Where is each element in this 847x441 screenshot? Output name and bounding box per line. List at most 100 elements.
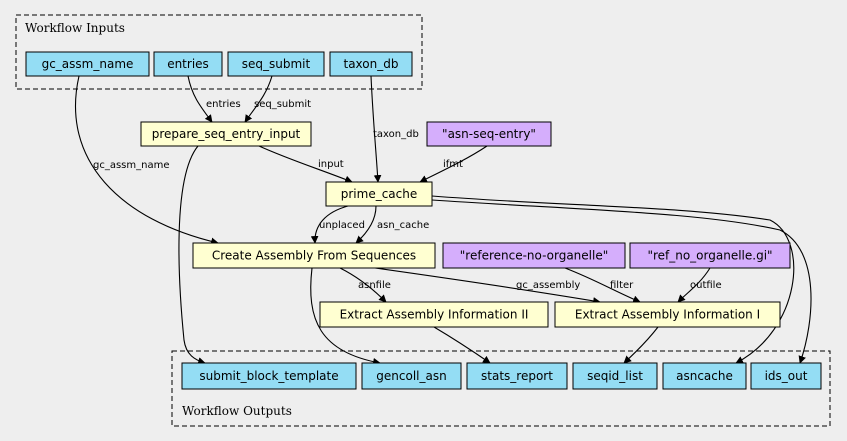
node-gc-assm-name[interactable]: gc_assm_name	[25, 51, 150, 77]
edge-label: seq_submit	[254, 99, 311, 110]
edge-label: asn_cache	[377, 220, 429, 231]
edge-seq_submit-to-prepare_seq_entry_input: seq_submit	[244, 75, 311, 123]
node-prime-cache[interactable]: prime_cache	[325, 181, 433, 207]
node-box	[153, 51, 223, 77]
node-box	[426, 121, 552, 147]
edge-prepare_seq_entry_input-to-prime_cache: input	[258, 145, 353, 184]
node-label: seqid_list	[587, 369, 643, 383]
edge-gc_assm_name-to-create_assembly: gc_assm_name	[74, 75, 219, 246]
edge-line	[564, 267, 641, 303]
edge-line	[431, 195, 795, 364]
edge-line	[623, 326, 659, 364]
edge-label: taxon_db	[373, 129, 419, 140]
workflow-outputs-cluster: Workflow Outputs	[171, 350, 831, 427]
edge-line	[339, 267, 387, 303]
workflow-inputs-label: Workflow Inputs	[25, 21, 125, 35]
node-label: prepare_seq_entry_input	[152, 127, 301, 141]
edge-label: entries	[206, 99, 241, 110]
node-create-assembly[interactable]: Create Assembly From Sequences	[192, 242, 436, 269]
node-submit-block-template[interactable]: submit_block_template	[181, 362, 357, 390]
edge-line	[178, 145, 206, 365]
edge-label: gc_assembly	[516, 280, 580, 291]
edge-prime_cache-to-ids_out	[431, 199, 812, 364]
node-reference-no-organelle[interactable]: "reference-no-organelle"	[442, 242, 626, 269]
edge-line	[433, 326, 491, 364]
node-seq-submit[interactable]: seq_submit	[227, 51, 325, 77]
edge-line	[258, 145, 353, 184]
edge-label: ifmt	[443, 159, 463, 170]
node-label: "ref_no_organelle.gi"	[647, 249, 772, 263]
edge-label: filter	[610, 280, 634, 291]
workflow-outputs-label: Workflow Outputs	[182, 404, 292, 418]
edge-create_assembly-to-extract_info_1: gc_assembly	[374, 267, 601, 305]
node-label: "asn-seq-entry"	[442, 127, 536, 141]
edge-line	[310, 205, 349, 244]
node-ids-out[interactable]: ids_out	[750, 362, 822, 390]
node-box	[329, 51, 413, 77]
node-box	[192, 242, 436, 269]
edge-line	[419, 145, 488, 183]
node-label: gencoll_asn	[376, 369, 446, 383]
node-box	[442, 242, 626, 269]
node-label: "reference-no-organelle"	[460, 249, 608, 263]
node-prepare-seq-entry-input[interactable]: prepare_seq_entry_input	[140, 121, 312, 147]
edge-ref_no_organelle_gi-to-extract_info_1: outfile	[677, 267, 722, 303]
edge-prepare_seq_entry_input-to-submit_block_template	[178, 145, 206, 365]
node-label: Extract Assembly Information II	[340, 308, 529, 322]
edge-asn_seq_entry-to-prime_cache: ifmt	[419, 145, 488, 183]
node-box	[554, 301, 781, 328]
edge-line	[244, 75, 273, 123]
node-box	[662, 362, 747, 390]
node-box	[319, 301, 549, 328]
node-label: stats_report	[481, 369, 553, 383]
node-label: gc_assm_name	[42, 57, 134, 71]
node-asncache[interactable]: asncache	[662, 362, 747, 390]
node-label: Extract Assembly Information I	[575, 308, 760, 322]
edge-prime_cache-to-create_assembly: asn_cache	[355, 205, 429, 244]
node-label: Create Assembly From Sequences	[212, 249, 416, 263]
edge-extract_info_2-to-stats_report	[433, 326, 491, 364]
node-taxon-db[interactable]: taxon_db	[329, 51, 413, 77]
node-stats-report[interactable]: stats_report	[466, 362, 568, 390]
node-box	[140, 121, 312, 147]
edge-label: asnfile	[358, 280, 391, 291]
node-entries[interactable]: entries	[153, 51, 223, 77]
workflow-inputs-cluster: Workflow Inputs	[15, 14, 423, 90]
edge-create_assembly-to-extract_info_2: asnfile	[339, 267, 391, 303]
edge-line	[677, 267, 711, 303]
edge-prime_cache-to-asncache	[431, 195, 795, 364]
node-ref-no-organelle-gi[interactable]: "ref_no_organelle.gi"	[629, 242, 791, 269]
edge-label: outfile	[690, 280, 722, 291]
node-box	[227, 51, 325, 77]
node-box	[25, 51, 150, 77]
node-box	[181, 362, 357, 390]
node-extract-info-2[interactable]: Extract Assembly Information II	[319, 301, 549, 328]
edge-label: input	[318, 159, 344, 170]
node-label: taxon_db	[344, 57, 399, 71]
edge-prime_cache-to-create_assembly: unplaced	[310, 205, 365, 244]
edge-line	[187, 75, 213, 123]
node-gencoll-asn[interactable]: gencoll_asn	[361, 362, 462, 390]
edge-line	[74, 75, 219, 246]
node-asn-seq-entry[interactable]: "asn-seq-entry"	[426, 121, 552, 147]
node-label: entries	[167, 57, 209, 71]
edge-line	[374, 267, 601, 305]
node-box	[572, 362, 658, 390]
node-label: prime_cache	[341, 187, 418, 201]
node-label: submit_block_template	[199, 369, 338, 383]
edge-label: gc_assm_name	[93, 160, 170, 171]
node-label: asncache	[676, 369, 733, 383]
node-seqid-list[interactable]: seqid_list	[572, 362, 658, 390]
node-box	[629, 242, 791, 269]
edge-label: unplaced	[319, 220, 365, 231]
node-box	[750, 362, 822, 390]
node-box	[361, 362, 462, 390]
edge-create_assembly-to-gencoll_asn	[310, 267, 381, 366]
edge-reference_no_organelle-to-extract_info_1: filter	[564, 267, 641, 303]
edge-line	[310, 267, 381, 366]
node-extract-info-1[interactable]: Extract Assembly Information I	[554, 301, 781, 328]
edge-line	[370, 75, 382, 183]
node-box	[466, 362, 568, 390]
